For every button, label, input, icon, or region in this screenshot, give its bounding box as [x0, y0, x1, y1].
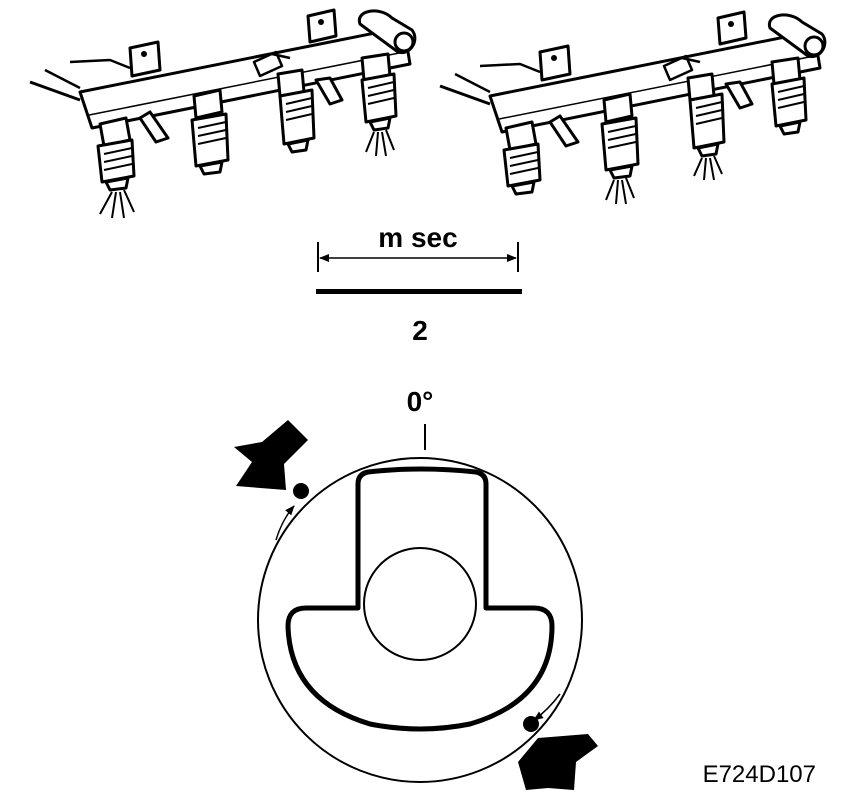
- injector-3: [276, 68, 316, 154]
- inner-hub: [363, 547, 477, 661]
- spray-fan-injector-7: [693, 155, 723, 181]
- injector-4: [360, 52, 398, 132]
- injector-6: [600, 92, 640, 180]
- spray-fan-injector-6: [605, 177, 635, 205]
- fuel-rail-right: [439, 10, 827, 205]
- index-dot-bottom: [523, 716, 539, 732]
- spray-fan-injector-4: [365, 129, 395, 157]
- rotation-arrow-top: [275, 505, 295, 541]
- timing-unit-label: m sec: [378, 222, 457, 253]
- injector-2: [190, 88, 230, 176]
- rotor-shape: [285, 466, 555, 732]
- pointer-arrow-top-icon: [234, 420, 308, 490]
- injector-8: [770, 56, 808, 136]
- rotor-disk: 0°: [234, 386, 598, 790]
- injector-1: [96, 116, 136, 192]
- injector-7: [686, 72, 726, 158]
- figure-code: E724D107: [703, 761, 816, 788]
- timing-value-label: 2: [412, 315, 428, 346]
- angle-label: 0°: [407, 386, 434, 417]
- fuel-rail-left: [29, 8, 417, 219]
- timing-dimension: m sec 2: [316, 222, 522, 346]
- spray-fan-injector-1: [99, 189, 135, 219]
- outer-circle: [257, 457, 583, 783]
- injector-5: [502, 120, 542, 196]
- pointer-arrow-bottom-icon: [518, 734, 598, 790]
- index-dot-top: [293, 483, 309, 499]
- pulse-width-bar: [316, 289, 522, 294]
